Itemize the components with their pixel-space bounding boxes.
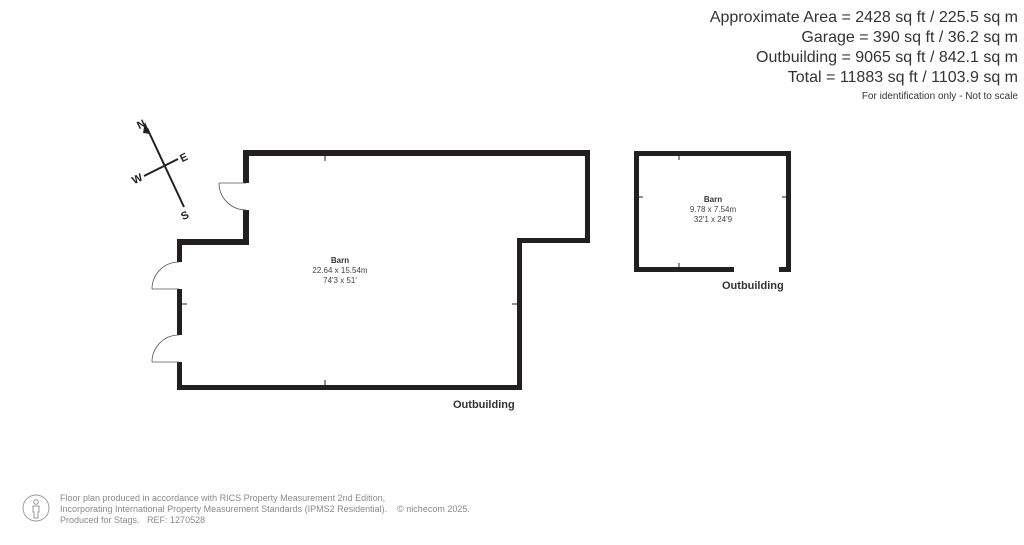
- small-barn-walls: [634, 151, 791, 272]
- room-name: Barn: [703, 195, 723, 204]
- area-approximate: Approximate Area = 2428 sq ft / 225.5 sq…: [709, 9, 1018, 26]
- area-total: Total = 11883 sq ft / 1103.9 sq m: [787, 69, 1018, 86]
- small-dimension-ticks: [639, 156, 786, 267]
- main-barn-walls: [177, 150, 590, 390]
- room-imperial: 32'1 x 24'9: [693, 215, 733, 224]
- scale-disclaimer: For identification only - Not to scale: [861, 91, 1018, 102]
- footer-copyright: © nichecom 2025.: [397, 504, 470, 514]
- footer-line-1: Floor plan produced in accordance with R…: [60, 493, 386, 503]
- compass-e: E: [178, 151, 190, 165]
- room-label-barn-main: Barn 22.64 x 15.54m 74'3 x 51': [290, 256, 390, 286]
- room-name: Barn: [330, 256, 350, 265]
- area-outbuilding: Outbuilding = 9065 sq ft / 842.1 sq m: [756, 49, 1018, 66]
- room-imperial: 74'3 x 51': [323, 276, 357, 285]
- footer: Floor plan produced in accordance with R…: [22, 493, 470, 526]
- room-metric: 22.64 x 15.54m: [312, 266, 368, 275]
- room-label-barn-small: Barn 9.78 x 7.54m 32'1 x 24'9: [663, 195, 763, 225]
- footer-line-2: Incorporating International Property Mea…: [60, 504, 470, 515]
- footer-line-3: Produced for Stags. REF: 1270528: [60, 515, 206, 525]
- area-garage: Garage = 390 sq ft / 36.2 sq m: [801, 29, 1018, 46]
- compass-s: S: [179, 209, 191, 223]
- compass-w: W: [130, 171, 145, 187]
- building-label-outbuilding-main: Outbuilding: [453, 399, 515, 411]
- person-icon: [22, 494, 50, 522]
- footer-text: Floor plan produced in accordance with R…: [60, 493, 470, 526]
- room-metric: 9.78 x 7.54m: [689, 205, 737, 214]
- dimension-ticks: [182, 156, 517, 385]
- footer-ipms: Incorporating International Property Mea…: [60, 504, 388, 514]
- building-label-outbuilding-small: Outbuilding: [722, 280, 784, 292]
- area-summary: Approximate Area = 2428 sq ft / 225.5 sq…: [710, 8, 1018, 104]
- door-swings: [151, 182, 247, 363]
- compass-icon: N E W S: [130, 118, 191, 223]
